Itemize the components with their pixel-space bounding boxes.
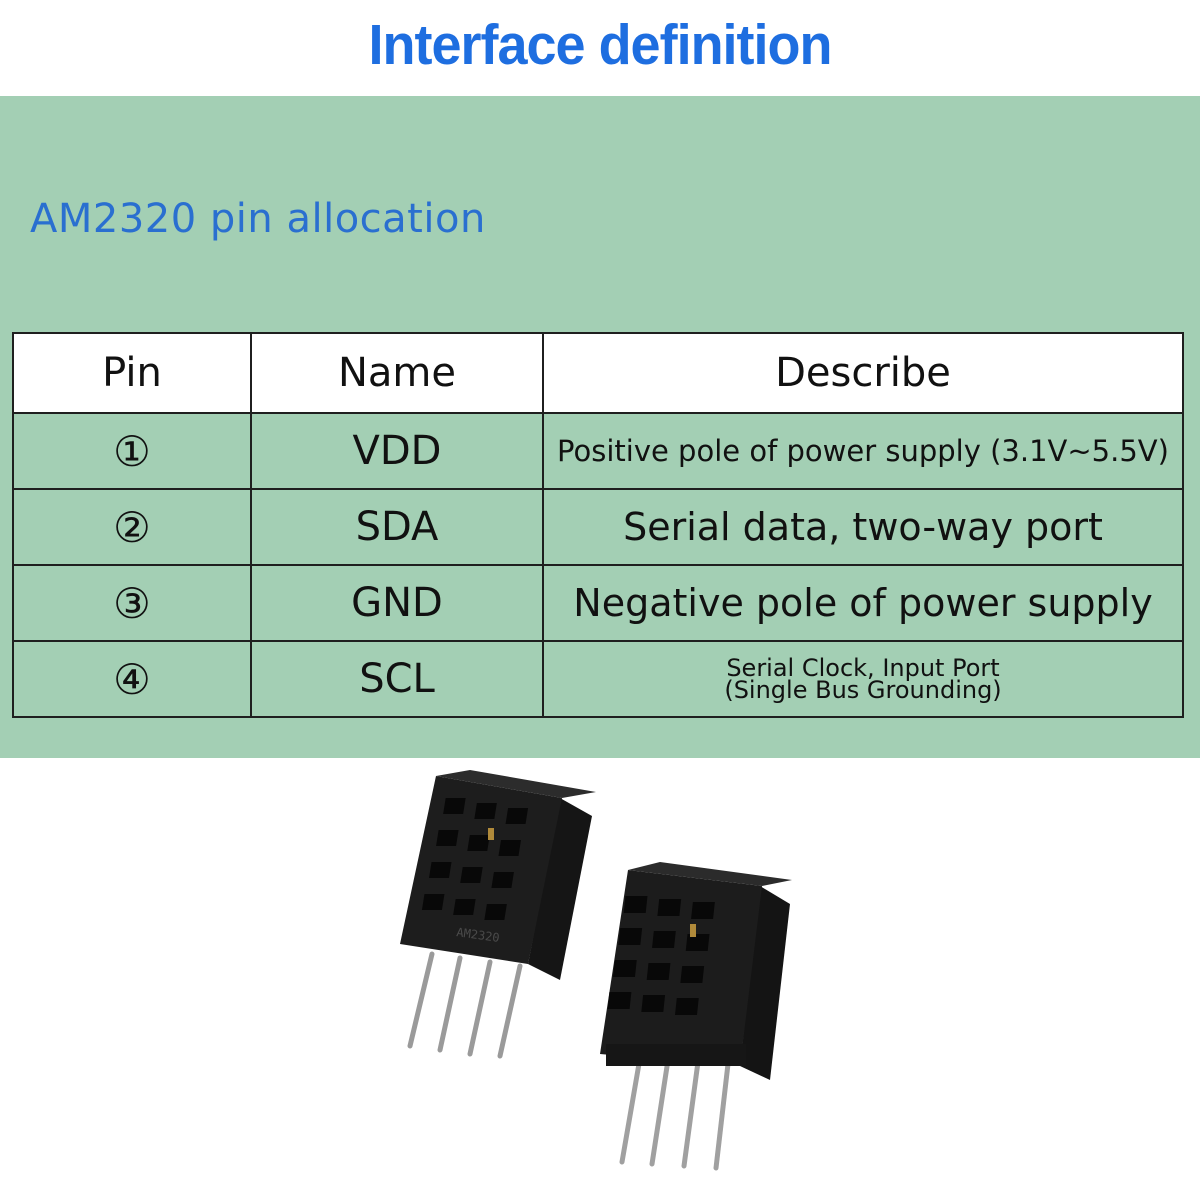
module-marking: AM2320 bbox=[456, 925, 501, 945]
pin-number: ④ bbox=[12, 640, 252, 718]
pin-description: Positive pole of power supply (3.1V~5.5V… bbox=[542, 412, 1184, 490]
table-row: ① VDD Positive pole of power supply (3.1… bbox=[12, 412, 1184, 490]
table-header-row: Pin Name Describe bbox=[12, 332, 1184, 414]
pin-name: SDA bbox=[250, 488, 544, 566]
section-subtitle: AM2320 pin allocation bbox=[30, 196, 486, 242]
pin-number: ② bbox=[12, 488, 252, 566]
pin-description: Negative pole of power supply bbox=[542, 564, 1184, 642]
pin-description: Serial Clock, Input Port (Single Bus Gro… bbox=[542, 640, 1184, 718]
pin-table: Pin Name Describe ① VDD Positive pole of… bbox=[12, 332, 1184, 718]
pin-number: ① bbox=[12, 412, 252, 490]
pin-name: VDD bbox=[250, 412, 544, 490]
table-row: ④ SCL Serial Clock, Input Port (Single B… bbox=[12, 640, 1184, 718]
pin-name: SCL bbox=[250, 640, 544, 718]
pin-number: ③ bbox=[12, 564, 252, 642]
sensor-photo: AM2320 bbox=[0, 758, 1200, 1200]
pin-description-line-1: Serial Clock, Input Port bbox=[726, 654, 1000, 682]
pin-description: Serial data, two-way port bbox=[542, 488, 1184, 566]
sensor-module-right bbox=[600, 862, 792, 1171]
column-header-pin: Pin bbox=[12, 332, 252, 414]
column-header-name: Name bbox=[250, 332, 544, 414]
sensor-module-left: AM2320 bbox=[400, 770, 596, 1059]
pin-description-line-2: (Single Bus Grounding) bbox=[724, 676, 1002, 704]
table-row: ③ GND Negative pole of power supply bbox=[12, 564, 1184, 642]
table-row: ② SDA Serial data, two-way port bbox=[12, 488, 1184, 566]
pin-name: GND bbox=[250, 564, 544, 642]
page-title: Interface definition bbox=[368, 13, 832, 77]
column-header-describe: Describe bbox=[542, 332, 1184, 414]
